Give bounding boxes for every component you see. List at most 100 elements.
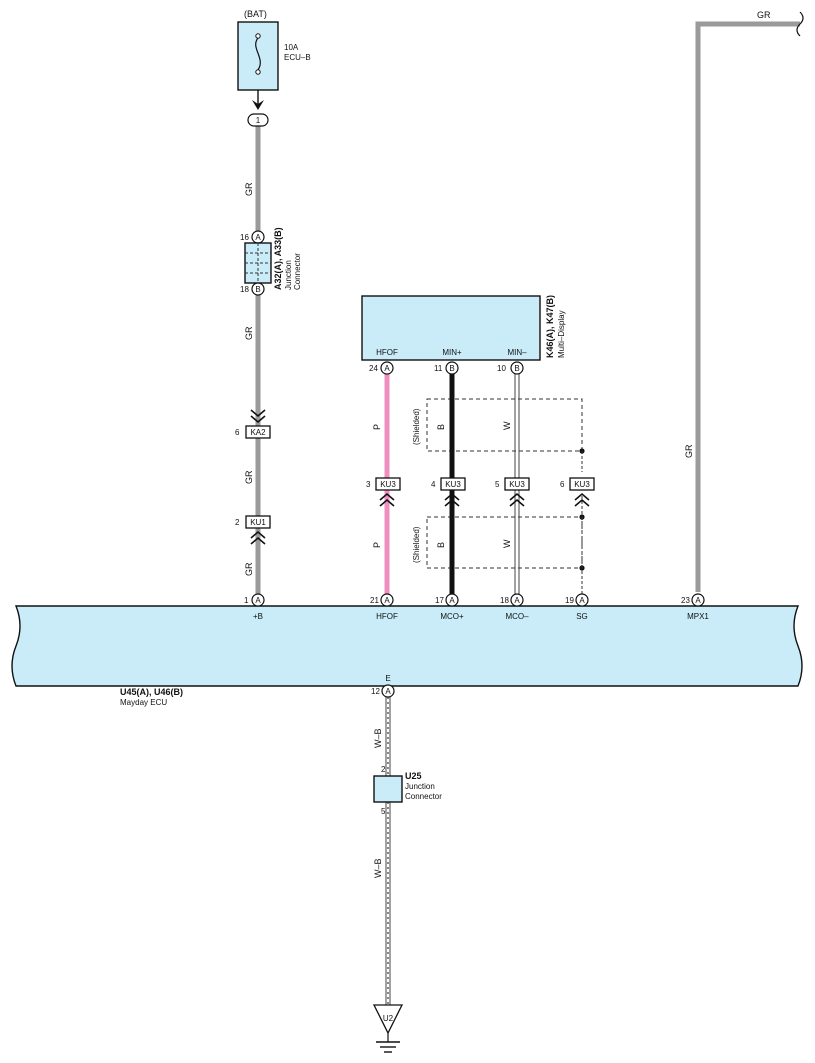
fuse-pin-oval [247,113,269,127]
pin-number: 5 [495,480,500,489]
wire-color-label: W [502,421,512,430]
pin-tag: A [579,596,585,605]
ground-label: U2 [383,1014,394,1023]
chevron-up-icon [444,492,460,507]
chevron-down-icon [250,409,266,424]
junction-a32-name: Connector [293,253,302,290]
junction-u25-id: U25 [405,771,422,781]
ecu-pin-sg: A 19 SG [565,593,589,621]
pin-tag: B [255,285,260,294]
ecu-name: Mayday ECU [120,698,167,707]
wire-color-label: B [436,542,446,548]
pin-number: 16 [240,233,249,242]
connector-ku3-hfof: KU3 3 [366,477,401,507]
mayday-ecu-box [11,605,803,687]
pin-tag: A [449,596,455,605]
pin-tag: A [255,233,261,242]
pin-number: 2 [235,518,240,527]
connector-ku3-mco-plus: KU3 4 [431,477,466,507]
multi-display-pin-label: HFOF [376,348,398,357]
ecu-pin-mco-minus: A 18 MCO– [500,593,529,621]
chevron-up-icon [250,530,266,545]
fuse-name: ECU–B [284,53,311,62]
connector-ka2 [245,425,271,439]
ecu-pin-label: MCO+ [440,612,464,621]
pin-number: 6 [560,480,565,489]
shielded-label: (Shielded) [412,526,421,563]
wire-gr-mpx1 [695,21,800,592]
pin-tag: A [384,596,390,605]
wire-color-label: GR [244,182,254,196]
ecu-pin-label: E [385,674,390,683]
multi-display-pin-label: MIN– [507,348,527,357]
pin-number: 5 [381,807,386,816]
connector-label: KU3 [445,480,461,489]
pin-number: 6 [235,428,240,437]
pin-number: 3 [366,480,371,489]
chevron-up-icon [379,492,395,507]
pin-number: 18 [500,596,509,605]
ecu-pin-mco-plus: A 17 MCO+ [435,593,464,621]
ecu-pin-label: HFOF [376,612,398,621]
ecu-pin-label: MPX1 [687,612,709,621]
multi-display-pin-label: MIN+ [442,348,462,357]
pin-number: 24 [369,364,378,373]
wire-color-label: P [372,542,382,548]
junction-a32-name: Junction [284,260,293,290]
pin-tag: A [255,596,261,605]
junction-u25-name: Connector [405,792,442,801]
wire-color-label: W [502,539,512,548]
bat-label: (BAT) [244,9,267,19]
wire-color-label: GR [244,326,254,340]
pin-number: 19 [565,596,574,605]
pin-tag: B [514,364,519,373]
multi-display-id: K46(A), K47(B) [545,295,555,358]
pin-number: 2 [381,765,386,774]
ground-point-triangle [372,1004,404,1035]
ecu-pin-plus-b: A 1 +B [244,593,265,621]
ecu-id: U45(A), U46(B) [120,687,183,697]
connector-label: KA2 [250,428,266,437]
wire-color-label: GR [244,562,254,576]
fuse-box [237,21,279,91]
pin-number: 17 [435,596,444,605]
chevron-up-icon [574,492,590,507]
connector-label: KU3 [509,480,525,489]
ecu-pin-hfof: A 21 HFOF [370,593,398,621]
pin-tag: B [449,364,454,373]
pin-number: 21 [370,596,379,605]
arrow-down-icon [252,100,264,110]
connector-label: KU3 [574,480,590,489]
pin-number: 10 [497,364,506,373]
ecu-pin-label: MCO– [505,612,529,621]
pin-tag: A [384,364,390,373]
connector-ku1 [245,515,271,529]
wire-color-label: GR [757,10,771,20]
connector-label: KU1 [250,518,266,527]
shielded-label: (Shielded) [412,408,421,445]
pin-number: 23 [681,596,690,605]
ecu-pin-mpx1: A 23 MPX1 [681,593,709,621]
junction-u25-name: Junction [405,782,435,791]
chevron-up-icon [509,492,525,507]
fuse-pin-number: 1 [256,116,261,125]
pin-number: 12 [371,687,380,696]
pin-tag: A [695,596,701,605]
fuse-rating: 10A [284,43,299,52]
pin-number: 11 [434,364,443,373]
pin-number: 4 [431,480,436,489]
connector-ku3-sg: KU3 6 [560,477,595,507]
wire-color-label: P [372,424,382,430]
fuse-icon [255,37,261,71]
pin-number: 1 [244,596,249,605]
wire-color-label: W–B [373,858,383,878]
ecu-pin-label: +B [253,612,263,621]
junction-a32-id: A32(A), A33(B) [273,227,283,290]
wire-color-label: W–B [373,728,383,748]
pin-tag: A [385,687,391,696]
pin-number: 18 [240,285,249,294]
connector-label: KU3 [380,480,396,489]
shielded-region [426,398,583,452]
